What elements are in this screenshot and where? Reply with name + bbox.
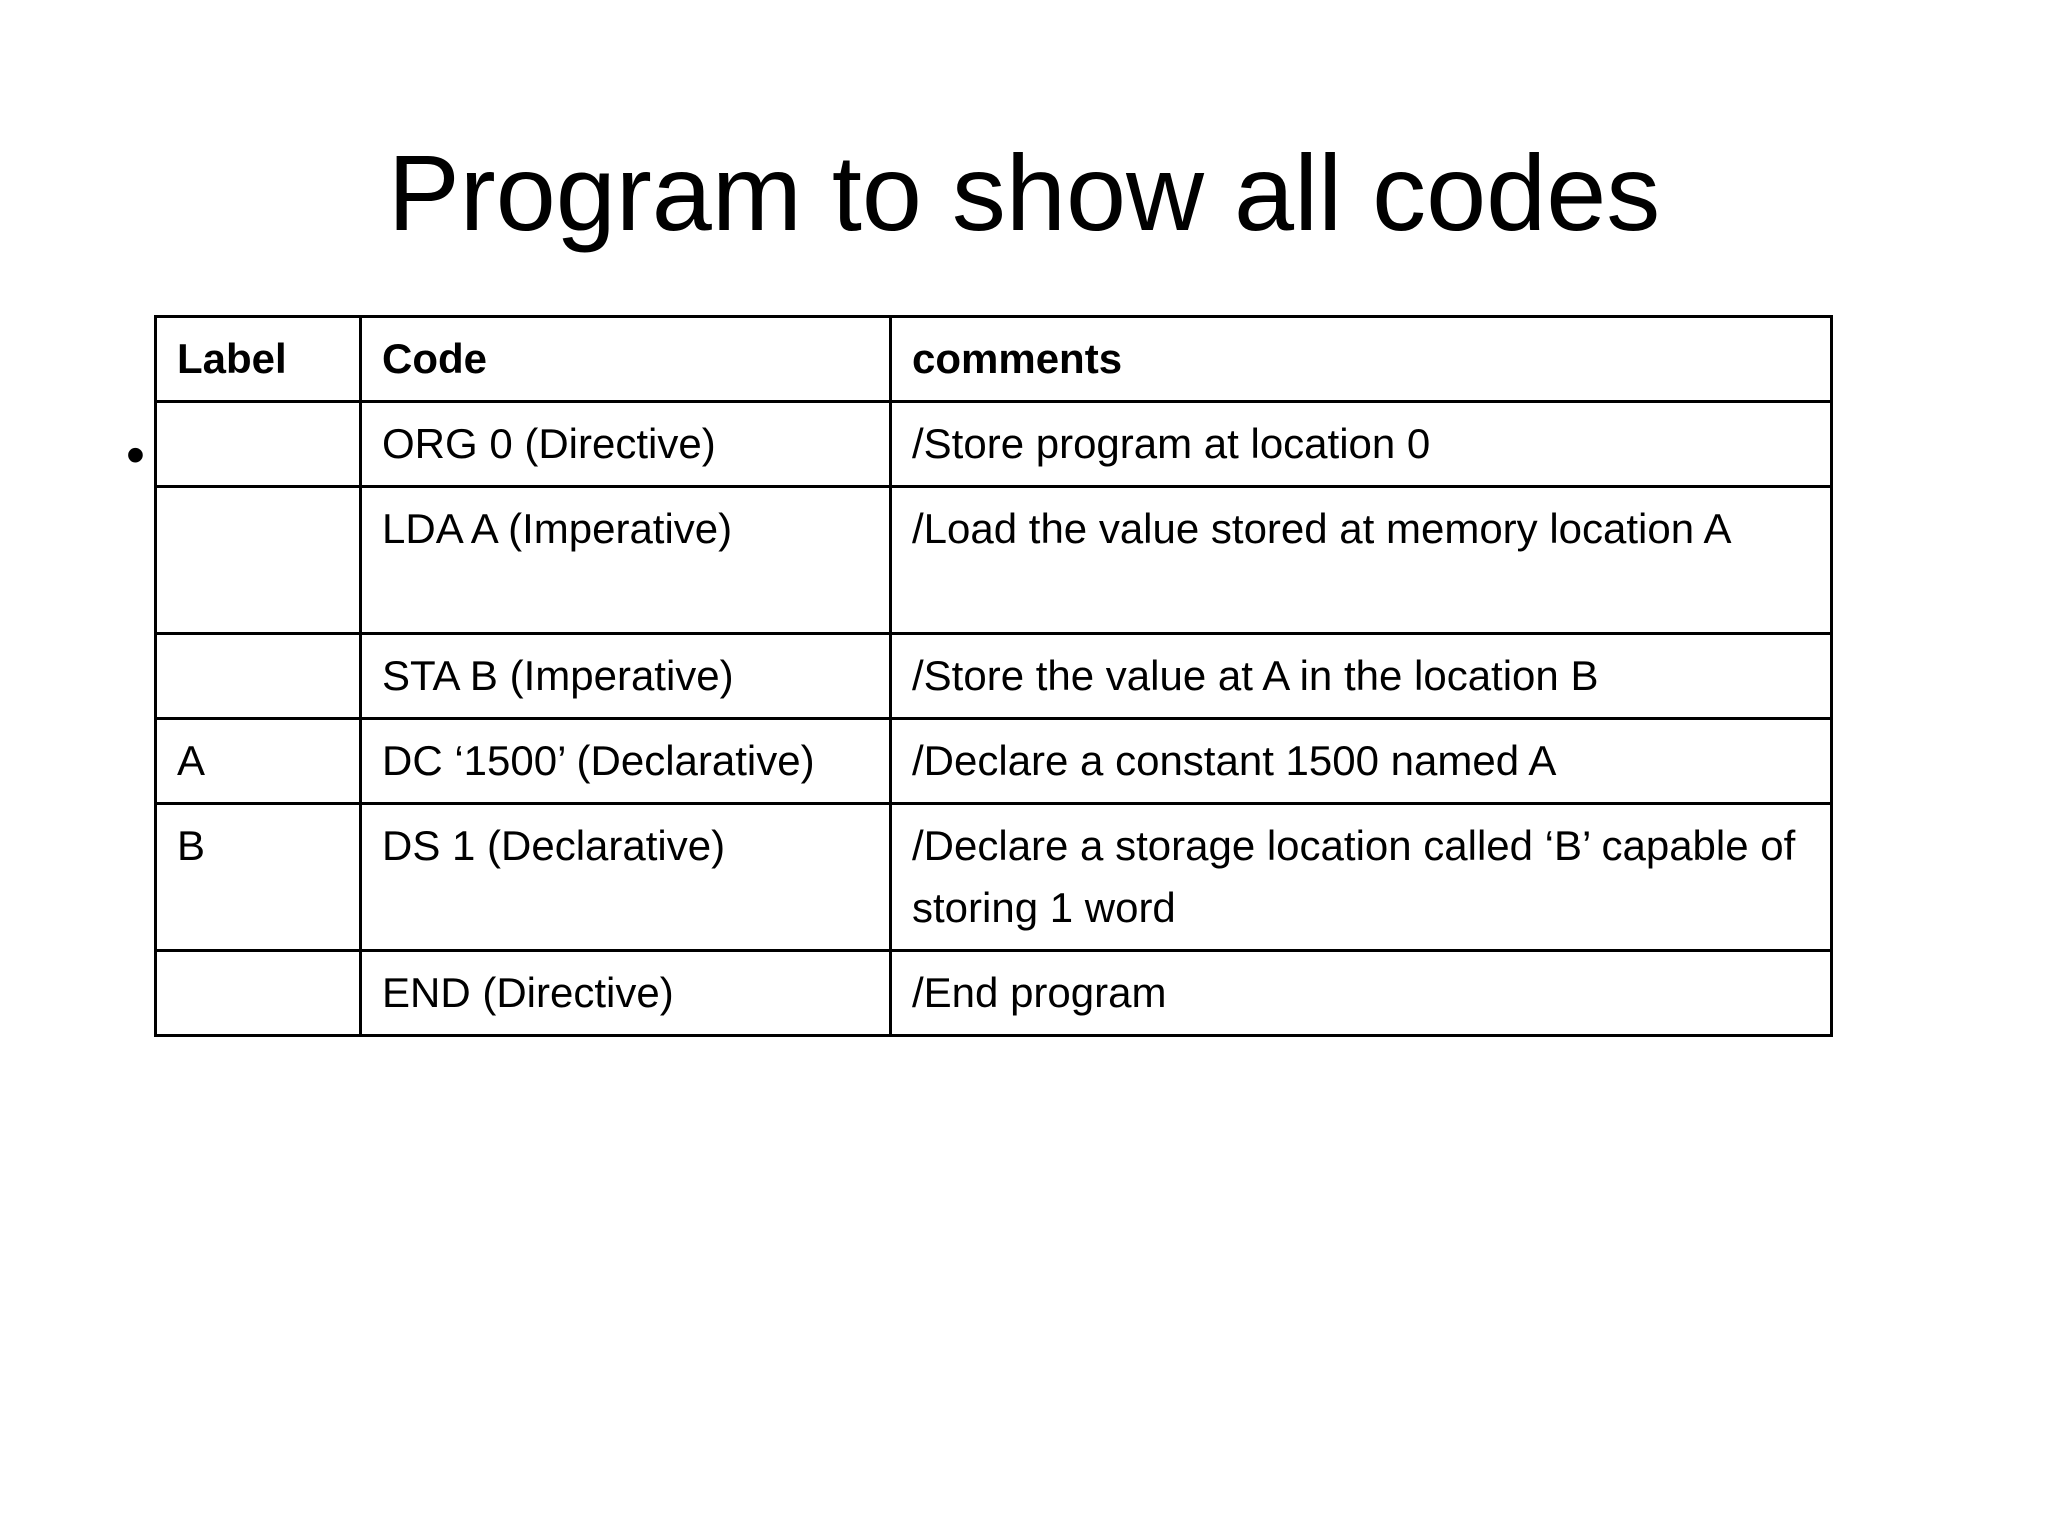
row-label: [154, 632, 362, 720]
row-comment: /Declare a constant 1500 named A: [889, 717, 1833, 805]
row-label: [154, 949, 362, 1037]
table-row: B DS 1 (Declarative) /Declare a storage …: [154, 802, 1833, 952]
header-comments: comments: [889, 315, 1833, 403]
row-code: END (Directive): [359, 949, 892, 1037]
row-comment: /Store the value at A in the location B: [889, 632, 1833, 720]
table-header-row: Label Code comments: [154, 315, 1833, 403]
code-table: Label Code comments ORG 0 (Directive) /S…: [154, 315, 1833, 1037]
row-label: A: [154, 717, 362, 805]
row-code: DC ‘1500’ (Declarative): [359, 717, 892, 805]
row-code: DS 1 (Declarative): [359, 802, 892, 952]
row-code: STA B (Imperative): [359, 632, 892, 720]
table-row: A DC ‘1500’ (Declarative) /Declare a con…: [154, 717, 1833, 805]
row-comment: /Declare a storage location called ‘B’ c…: [889, 802, 1833, 952]
bullet-point: •: [126, 425, 145, 485]
row-label: B: [154, 802, 362, 952]
row-comment: /Load the value stored at memory locatio…: [889, 485, 1833, 635]
row-comment: /Store program at location 0: [889, 400, 1833, 488]
table-row: ORG 0 (Directive) /Store program at loca…: [154, 400, 1833, 488]
header-label: Label: [154, 315, 362, 403]
table-row: END (Directive) /End program: [154, 949, 1833, 1037]
row-label: [154, 400, 362, 488]
row-code: LDA A (Imperative): [359, 485, 892, 635]
slide-title: Program to show all codes: [387, 132, 1661, 253]
header-code: Code: [359, 315, 892, 403]
table-row: LDA A (Imperative) /Load the value store…: [154, 485, 1833, 635]
row-label: [154, 485, 362, 635]
table-row: STA B (Imperative) /Store the value at A…: [154, 632, 1833, 720]
row-code: ORG 0 (Directive): [359, 400, 892, 488]
row-comment: /End program: [889, 949, 1833, 1037]
